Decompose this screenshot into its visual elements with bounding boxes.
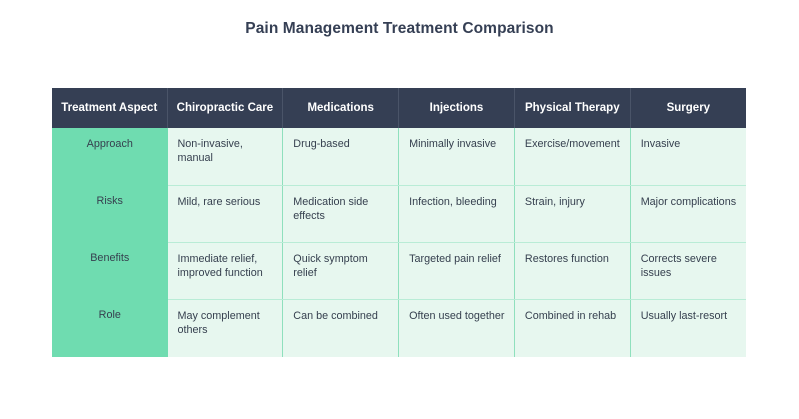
- table-row: Role May complement others Can be combin…: [52, 299, 746, 357]
- column-header-chiropractic-care[interactable]: Chiropractic Care: [167, 88, 284, 128]
- table-body: Approach Non-invasive, manual Drug-based…: [52, 128, 746, 357]
- comparison-table: Treatment Aspect Chiropractic Care Medic…: [52, 88, 746, 357]
- comparison-table-container: Treatment Aspect Chiropractic Care Medic…: [52, 88, 746, 357]
- row-header-role: Role: [52, 299, 168, 357]
- cell-approach-physical-therapy: Exercise/movement: [514, 128, 631, 186]
- cell-benefits-injections: Targeted pain relief: [398, 242, 515, 300]
- column-header-physical-therapy[interactable]: Physical Therapy: [514, 88, 631, 128]
- cell-risks-chiropractic-care: Mild, rare serious: [167, 185, 284, 243]
- column-header-injections[interactable]: Injections: [398, 88, 515, 128]
- cell-role-injections: Often used together: [398, 299, 515, 357]
- table-header-row: Treatment Aspect Chiropractic Care Medic…: [52, 88, 746, 128]
- cell-approach-chiropractic-care: Non-invasive, manual: [167, 128, 284, 186]
- cell-risks-physical-therapy: Strain, injury: [514, 185, 631, 243]
- cell-risks-medications: Medication side effects: [282, 185, 400, 243]
- table-row: Risks Mild, rare serious Medication side…: [52, 185, 746, 243]
- cell-risks-surgery: Major complications: [630, 185, 746, 243]
- cell-benefits-medications: Quick symptom relief: [282, 242, 400, 300]
- cell-approach-medications: Drug-based: [282, 128, 400, 186]
- table-row: Benefits Immediate relief, improved func…: [52, 242, 746, 300]
- table-row: Approach Non-invasive, manual Drug-based…: [52, 128, 746, 186]
- row-header-approach: Approach: [52, 128, 168, 185]
- cell-role-physical-therapy: Combined in rehab: [514, 299, 631, 357]
- cell-benefits-chiropractic-care: Immediate relief, improved function: [167, 242, 284, 300]
- row-header-benefits: Benefits: [52, 242, 168, 299]
- column-header-medications[interactable]: Medications: [282, 88, 400, 128]
- row-header-risks: Risks: [52, 185, 168, 242]
- cell-approach-injections: Minimally invasive: [398, 128, 515, 186]
- table-header: Treatment Aspect Chiropractic Care Medic…: [52, 88, 746, 128]
- page-title: Pain Management Treatment Comparison: [245, 20, 554, 37]
- column-header-surgery[interactable]: Surgery: [630, 88, 746, 128]
- cell-role-chiropractic-care: May complement others: [167, 299, 284, 357]
- cell-benefits-surgery: Corrects severe issues: [630, 242, 746, 300]
- column-header-treatment-aspect[interactable]: Treatment Aspect: [52, 88, 168, 128]
- cell-role-medications: Can be combined: [282, 299, 400, 357]
- cell-benefits-physical-therapy: Restores function: [514, 242, 631, 300]
- cell-approach-surgery: Invasive: [630, 128, 746, 186]
- cell-risks-injections: Infection, bleeding: [398, 185, 515, 243]
- cell-role-surgery: Usually last-resort: [630, 299, 746, 357]
